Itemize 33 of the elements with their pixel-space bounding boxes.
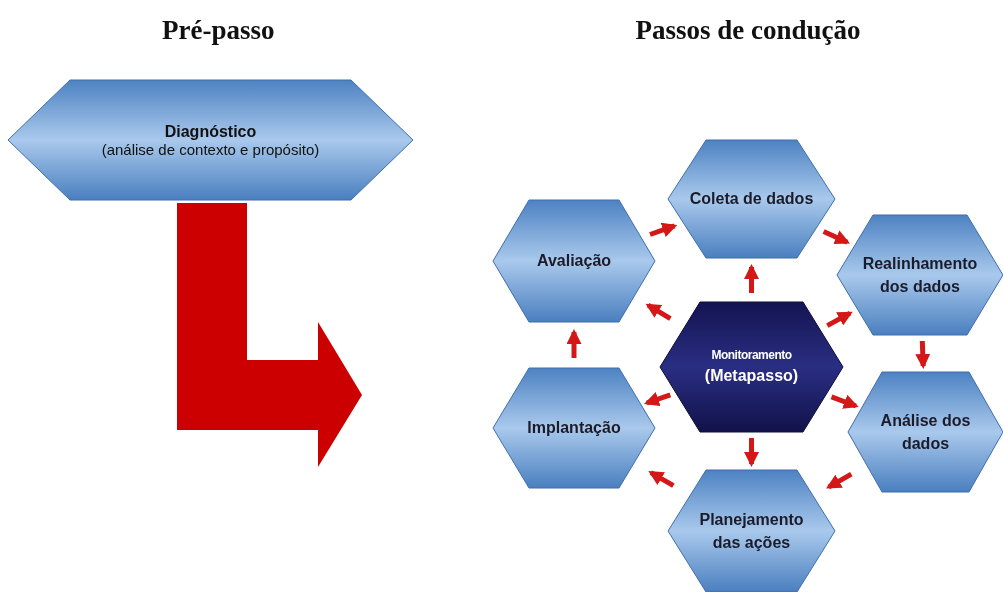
arrow [648, 470, 675, 488]
step-label: Coleta de dados [689, 189, 814, 210]
arrow [822, 229, 851, 245]
arrow [566, 329, 582, 358]
hexagon-node [848, 372, 1003, 492]
step-subtitle: (Metapasso) [704, 366, 799, 387]
arrow [649, 222, 678, 237]
step-title: Diagnóstico [164, 122, 257, 141]
arrow [643, 392, 672, 407]
step-label: Planejamento das ações [698, 509, 805, 553]
section-heading: Passos de condução [635, 14, 861, 46]
arrow [744, 264, 759, 293]
step-description: (análise de contexto e propósito) [101, 140, 320, 158]
central-hexagon [660, 302, 843, 432]
step-label: Análise dos dados [879, 410, 972, 454]
hexagon-node [668, 470, 835, 592]
arrow [826, 472, 853, 490]
hexagon-node [668, 140, 835, 258]
arrow [830, 394, 859, 409]
step-title: Monitoramento [711, 346, 792, 364]
arrow [915, 340, 931, 369]
hexagon-node [8, 80, 413, 200]
hexagon-node [493, 368, 655, 488]
hexagon-node [837, 215, 1003, 335]
arrow [744, 438, 759, 467]
section-heading: Pré-passo [162, 14, 275, 46]
hexagon-node [493, 200, 655, 322]
step-label: Realinhamento dos dados [861, 253, 979, 297]
step-label: Avaliação [536, 251, 612, 272]
arrow [645, 303, 672, 321]
arrow [826, 310, 853, 328]
block-arrow [177, 203, 362, 467]
step-label: Implantação [527, 418, 621, 439]
